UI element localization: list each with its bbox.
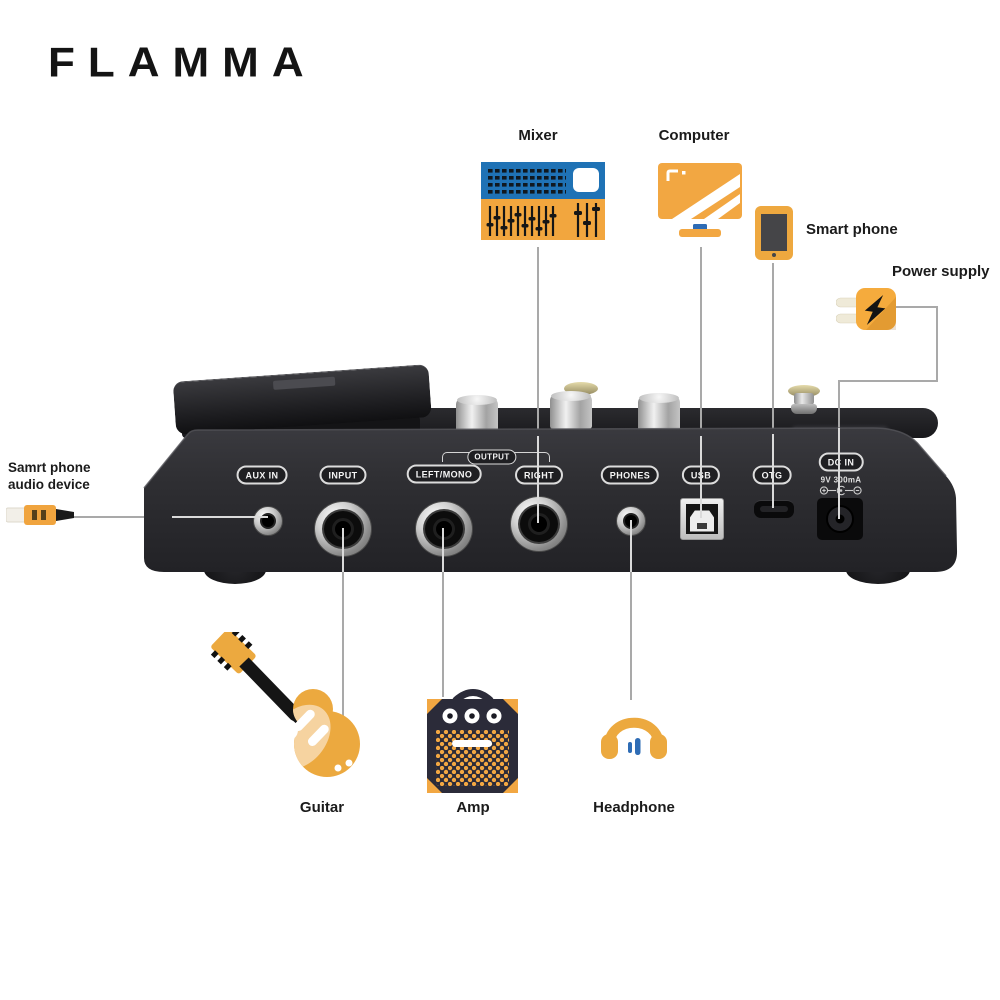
line-input-on-pedal	[342, 528, 344, 572]
knob-cap	[457, 395, 497, 405]
line-phones-to-headphone	[630, 572, 632, 700]
power-supply-icon	[836, 288, 896, 330]
dc-spec-text: 9V 300mA	[820, 475, 862, 485]
otg-slot	[760, 506, 788, 512]
mixer-icon	[481, 162, 605, 240]
aux-source-label-line1: Samrt phone	[8, 460, 91, 475]
aux-source-label-line2: audio device	[8, 477, 90, 492]
jack-hole	[528, 513, 550, 535]
dc-in-jack	[817, 498, 863, 540]
jack-hole	[433, 518, 455, 540]
line-leftmono-to-amp	[442, 572, 444, 697]
usb-b-insert	[690, 510, 714, 532]
otg-micro-usb-port	[754, 500, 794, 518]
knob-1	[456, 395, 498, 433]
output-group-label: OUTPUT	[467, 449, 517, 465]
right-jack	[510, 496, 568, 552]
port-label-auxin: AUX IN	[236, 465, 288, 485]
usb-port	[680, 498, 724, 540]
dc-hole	[835, 514, 845, 524]
port-label-input: INPUT	[319, 465, 367, 485]
line-phones-on-pedal	[630, 520, 632, 572]
line-power-vertical-1	[936, 306, 938, 382]
smartphone-label: Smart phone	[806, 221, 898, 238]
knob-cap	[639, 393, 679, 403]
port-label-phones: PHONES	[600, 465, 660, 485]
line-power-horizontal-1	[894, 306, 938, 308]
line-computer-to-usb	[700, 247, 702, 436]
line-power-horizontal-2	[838, 380, 938, 382]
line-power-on-pedal	[838, 428, 840, 519]
line-aux-source-to-auxin	[74, 516, 172, 518]
computer-label: Computer	[658, 127, 730, 144]
smartphone-icon	[755, 206, 793, 260]
knob-cap	[551, 391, 591, 401]
port-label-right: RIGHT	[515, 465, 563, 485]
polarity-icon	[819, 485, 862, 496]
knob-3	[638, 393, 680, 431]
port-label-leftmono: LEFT/MONO	[406, 464, 482, 484]
guitar-label: Guitar	[299, 799, 345, 816]
headphone-label: Headphone	[593, 799, 675, 816]
treadle-grip-pad	[272, 376, 336, 390]
line-power-vertical-2	[838, 380, 840, 428]
line-smartphone-on-pedal	[772, 434, 774, 508]
brand-logo: FLAMMA	[48, 39, 317, 86]
leftmono-jack	[415, 501, 473, 557]
knob-2	[550, 391, 592, 429]
power-supply-label: Power supply	[892, 263, 990, 280]
mixer-label: Mixer	[518, 127, 558, 144]
usb-b-notch	[697, 523, 707, 529]
line-mixer-to-right-output	[537, 247, 539, 436]
line-aux-on-pedal	[172, 516, 268, 518]
line-smartphone-to-otg	[772, 263, 774, 434]
amp-icon	[427, 689, 518, 793]
footswitch-stem	[794, 393, 814, 405]
amp-label: Amp	[456, 799, 490, 816]
footswitch-base	[791, 404, 817, 414]
guitar-icon	[210, 632, 360, 777]
line-computer-on-pedal	[700, 436, 702, 518]
auxin-jack	[253, 506, 283, 536]
aux-source-label: Samrt phone audio device	[8, 459, 91, 493]
line-mixer-on-pedal	[537, 436, 539, 523]
port-label-dcin: DC IN	[818, 452, 864, 472]
line-leftmono-on-pedal	[442, 528, 444, 572]
computer-icon	[658, 163, 742, 237]
headphone-icon	[601, 717, 667, 759]
line-input-to-guitar	[342, 572, 344, 719]
aux-plug-icon	[6, 505, 74, 525]
